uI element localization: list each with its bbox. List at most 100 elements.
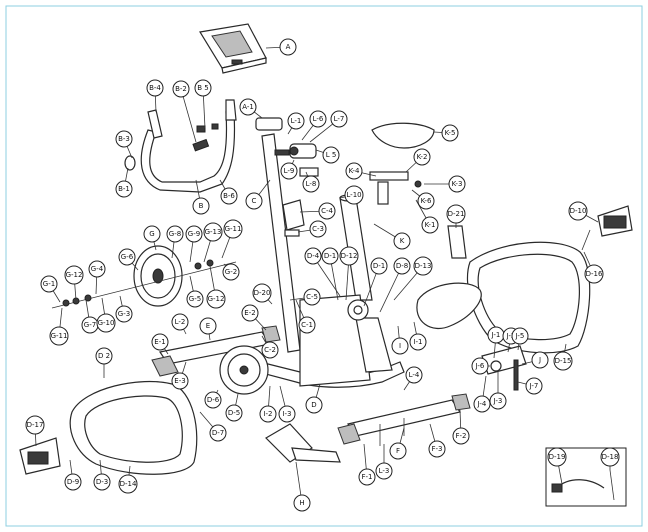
label-bubble — [252, 283, 272, 303]
label-bubble — [358, 468, 376, 486]
label-text: D-5 — [228, 409, 240, 417]
part-label-b-3: B-3 — [115, 130, 133, 148]
label-bubble — [206, 289, 226, 309]
label-bubble — [318, 202, 336, 220]
part-label-g-1: G-1 — [40, 275, 58, 293]
label-text: K-2 — [417, 153, 428, 161]
part-label-j: J — [531, 351, 549, 369]
part-label-b-2: B-2 — [172, 80, 190, 98]
label-text: B-4 — [149, 84, 161, 92]
part-label-d-16: D-16 — [584, 264, 604, 284]
label-bubble — [391, 337, 409, 355]
label-text: G-2 — [225, 268, 237, 276]
part-label-g-13: G-13 — [203, 222, 223, 242]
label-text: L-4 — [409, 371, 420, 379]
label-text: L-1 — [291, 117, 302, 125]
part-label-g-2: G-2 — [222, 263, 240, 281]
label-text: G-12 — [208, 295, 225, 303]
label-text: A — [286, 43, 291, 51]
label-bubble — [261, 341, 279, 359]
part-label-c-5: C-5 — [303, 288, 321, 306]
label-bubble — [222, 263, 240, 281]
label-text: A-1 — [242, 103, 254, 111]
leader-line-b-2 — [180, 88, 197, 143]
label-text: D-10 — [570, 207, 587, 215]
label-bubble — [143, 225, 161, 243]
label-text: G-1 — [43, 280, 55, 288]
part-label-d-10: D-10 — [568, 201, 588, 221]
part-label-d-14: D-14 — [118, 474, 138, 494]
label-bubble — [305, 396, 323, 414]
label-text: D-17 — [27, 421, 44, 429]
diagram-border — [5, 5, 643, 527]
part-label-c-3: C-3 — [309, 220, 327, 238]
part-label-d-13: D-13 — [413, 256, 433, 276]
label-text: D-4 — [307, 252, 320, 260]
label-text: C-1 — [301, 321, 313, 329]
part-label-d-21: D-21 — [446, 204, 466, 224]
part-label-d-2: D 2 — [95, 347, 113, 365]
label-bubble — [600, 447, 620, 467]
label-text: K-4 — [349, 167, 360, 175]
label-bubble — [393, 257, 411, 275]
label-bubble — [278, 405, 296, 423]
label-bubble — [321, 247, 339, 265]
part-label-l-4: L-4 — [405, 366, 423, 384]
label-text: E-2 — [244, 309, 255, 317]
label-bubble — [339, 246, 359, 266]
label-bubble — [171, 313, 189, 331]
label-bubble — [413, 256, 433, 276]
label-text: E-3 — [174, 377, 185, 385]
label-bubble — [417, 192, 435, 210]
label-text: D-9 — [67, 478, 79, 486]
part-label-d: D — [305, 396, 323, 414]
label-bubble — [393, 232, 411, 250]
part-label-l-7: L-7 — [330, 110, 348, 128]
label-bubble — [287, 112, 305, 130]
label-bubble — [409, 333, 427, 351]
part-label-b-4: B-4 — [146, 79, 164, 97]
part-label-e-3: E-3 — [171, 372, 189, 390]
label-bubble — [199, 317, 217, 335]
label-text: K-1 — [425, 221, 436, 229]
label-bubble — [88, 260, 106, 278]
label-text: G-6 — [121, 253, 134, 261]
label-bubble — [118, 248, 136, 266]
label-bubble — [584, 264, 604, 284]
part-label-k-3: K-3 — [448, 175, 466, 193]
part-label-j-7: J-7 — [525, 377, 543, 395]
label-text: K-6 — [421, 197, 432, 205]
label-bubble — [428, 440, 446, 458]
label-bubble — [280, 162, 298, 180]
left-cover-part — [69, 380, 198, 475]
label-bubble — [171, 372, 189, 390]
label-bubble — [448, 175, 466, 193]
part-label-a-1: A-1 — [239, 98, 257, 116]
label-bubble — [293, 494, 311, 512]
label-text: G-8 — [169, 230, 181, 238]
clip-part — [447, 225, 467, 259]
part-label-g: G — [143, 225, 161, 243]
label-bubble — [223, 219, 243, 239]
label-bubble — [115, 305, 133, 323]
label-bubble — [115, 130, 133, 148]
part-label-d-19: D-19 — [547, 447, 567, 467]
part-label-l-1: L-1 — [287, 112, 305, 130]
part-label-e: E — [199, 317, 217, 335]
label-text: F-3 — [431, 445, 442, 453]
label-text: B 5 — [197, 84, 208, 92]
part-label-b-1: B-1 — [115, 180, 133, 198]
label-bubble — [344, 185, 364, 205]
label-bubble — [389, 442, 407, 460]
part-label-f: F — [389, 442, 407, 460]
part-label-g-12a: G-12 — [64, 265, 84, 285]
label-text: G-10 — [98, 319, 115, 327]
part-label-d-9: D-9 — [64, 473, 82, 491]
label-text: D-19 — [549, 453, 566, 461]
label-bubble — [40, 275, 58, 293]
console-part — [199, 23, 267, 74]
label-text: C-4 — [321, 207, 333, 215]
